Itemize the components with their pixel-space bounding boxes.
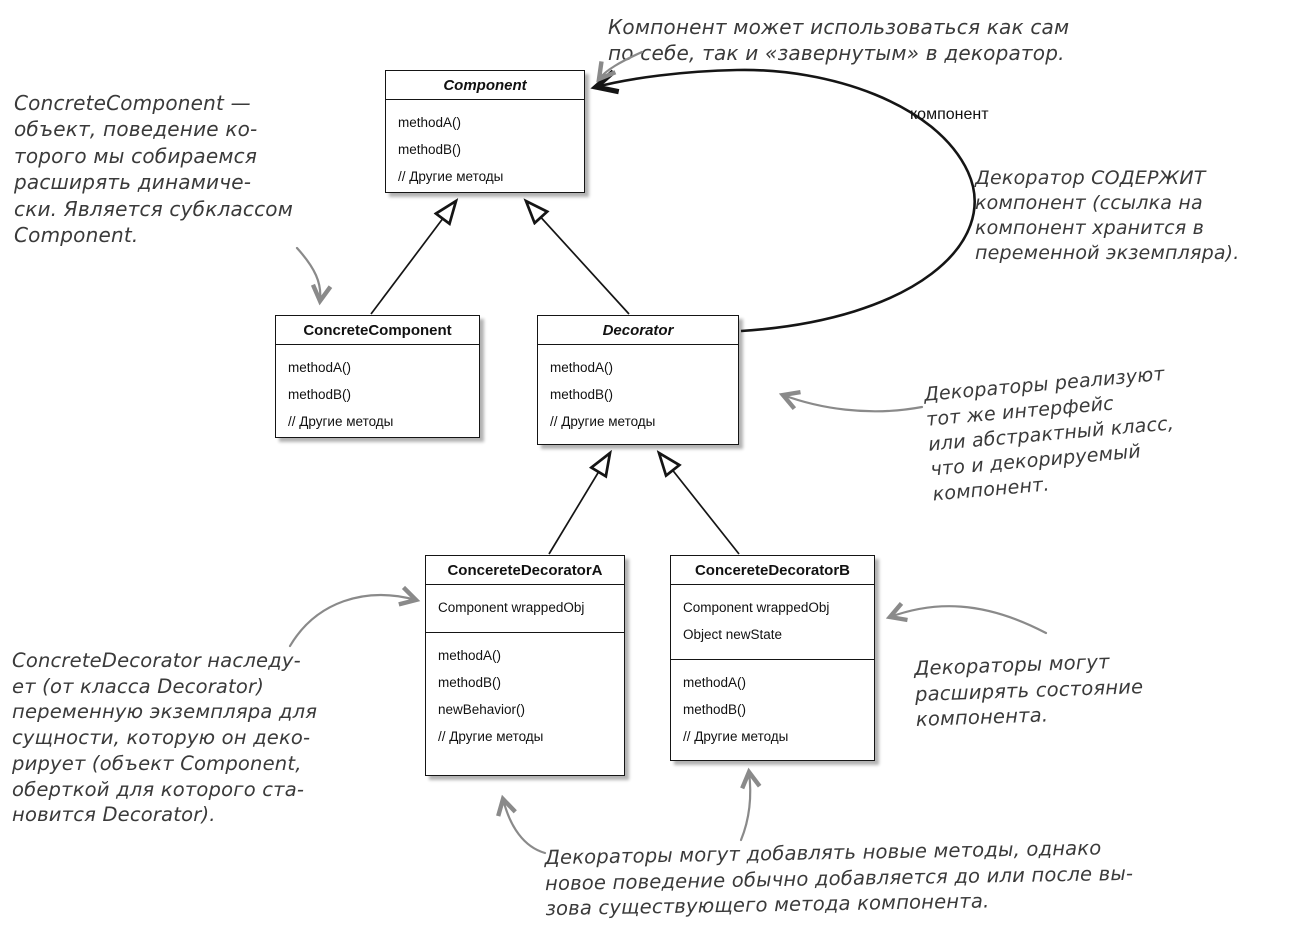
class-method: methodA() (550, 360, 614, 375)
class-box-concrete-decorator-b: ConcereteDecoratorB Component wrappedObj… (670, 555, 875, 761)
class-method: // Другие методы (288, 414, 394, 429)
class-method: // Другие методы (683, 729, 789, 744)
annotation-arrow-new-methods-to-decorator-b (739, 767, 762, 842)
class-title-concrete-component: ConcreteComponent (276, 316, 479, 345)
inheritance-arrow-decorator-b-to-decorator (659, 453, 740, 555)
class-field: Component wrappedObj (438, 600, 585, 615)
class-method: // Другие методы (438, 729, 544, 744)
class-method: methodA() (438, 648, 502, 663)
annotation-component-usage: Компонент может использоваться как сам п… (608, 15, 1070, 66)
class-method: newBehavior() (438, 702, 526, 717)
class-box-concrete-decorator-a: ConcereteDecoratorA Component wrappedObj… (425, 555, 625, 776)
annotation-arrow-same-interface-to-decorator (778, 389, 924, 413)
class-methods-concrete-component: methodA() methodB() // Другие методы (276, 345, 479, 446)
annotation-extend-state: Декораторы могут расширять состояние ком… (913, 650, 1144, 732)
inheritance-arrow-concrete-component-to-component (370, 201, 456, 315)
class-method: methodB() (398, 142, 462, 157)
annotation-decorator-contains: Декоратор СОДЕРЖИТ компонент (ссылка на … (975, 167, 1240, 265)
class-fields-concrete-decorator-a: Component wrappedObj (426, 585, 624, 632)
class-title-component: Component (386, 71, 584, 100)
class-methods-decorator: methodA() methodB() // Другие методы (538, 345, 738, 446)
class-title-decorator: Decorator (538, 316, 738, 345)
annotation-arrow-left-to-concrete-component (295, 246, 333, 306)
class-box-concrete-component: ConcreteComponent methodA() methodB() //… (275, 315, 480, 438)
annotation-same-interface: Декораторы реализуют тот же интерфейс ил… (923, 362, 1175, 506)
class-field: Component wrappedObj (683, 600, 830, 615)
class-box-decorator: Decorator methodA() methodB() // Другие … (537, 315, 739, 445)
annotation-arrow-state-to-decorator-b (885, 602, 1048, 635)
class-title-concrete-decorator-a: ConcereteDecoratorA (426, 556, 624, 585)
class-methods-concrete-decorator-a: methodA() methodB() newBehavior() // Дру… (426, 632, 624, 761)
class-method: methodB() (438, 675, 502, 690)
class-method: methodB() (288, 387, 352, 402)
class-methods-component: methodA() methodB() // Другие методы (386, 100, 584, 201)
class-method: methodB() (550, 387, 614, 402)
annotation-arrow-new-methods-to-decorator-a (496, 794, 547, 855)
class-method: methodA() (288, 360, 352, 375)
inheritance-arrow-decorator-to-component (526, 201, 630, 315)
class-method: // Другие методы (550, 414, 656, 429)
annotation-new-methods: Декораторы могут добавлять новые методы,… (544, 836, 1134, 921)
class-method: // Другие методы (398, 169, 504, 184)
class-method: methodB() (683, 702, 747, 717)
class-methods-concrete-decorator-b: methodA() methodB() // Другие методы (671, 659, 874, 761)
annotation-decorator-inherits: ConcreteDecorator наследу- ет (от класса… (12, 649, 318, 827)
class-method: methodA() (398, 115, 462, 130)
inheritance-arrow-decorator-a-to-decorator (548, 453, 610, 555)
annotation-concrete-component: ConcreteComponent — объект, поведение ко… (14, 91, 294, 247)
class-box-component: Component methodA() methodB() // Другие … (385, 70, 585, 193)
class-fields-concrete-decorator-b: Component wrappedObj Object newState (671, 585, 874, 659)
class-title-concrete-decorator-b: ConcereteDecoratorB (671, 556, 874, 585)
annotation-arrow-inherits-to-decorator-a (288, 585, 421, 648)
class-method: methodA() (683, 675, 747, 690)
class-field: Object newState (683, 627, 783, 642)
association-label-component: компонент (910, 106, 989, 123)
